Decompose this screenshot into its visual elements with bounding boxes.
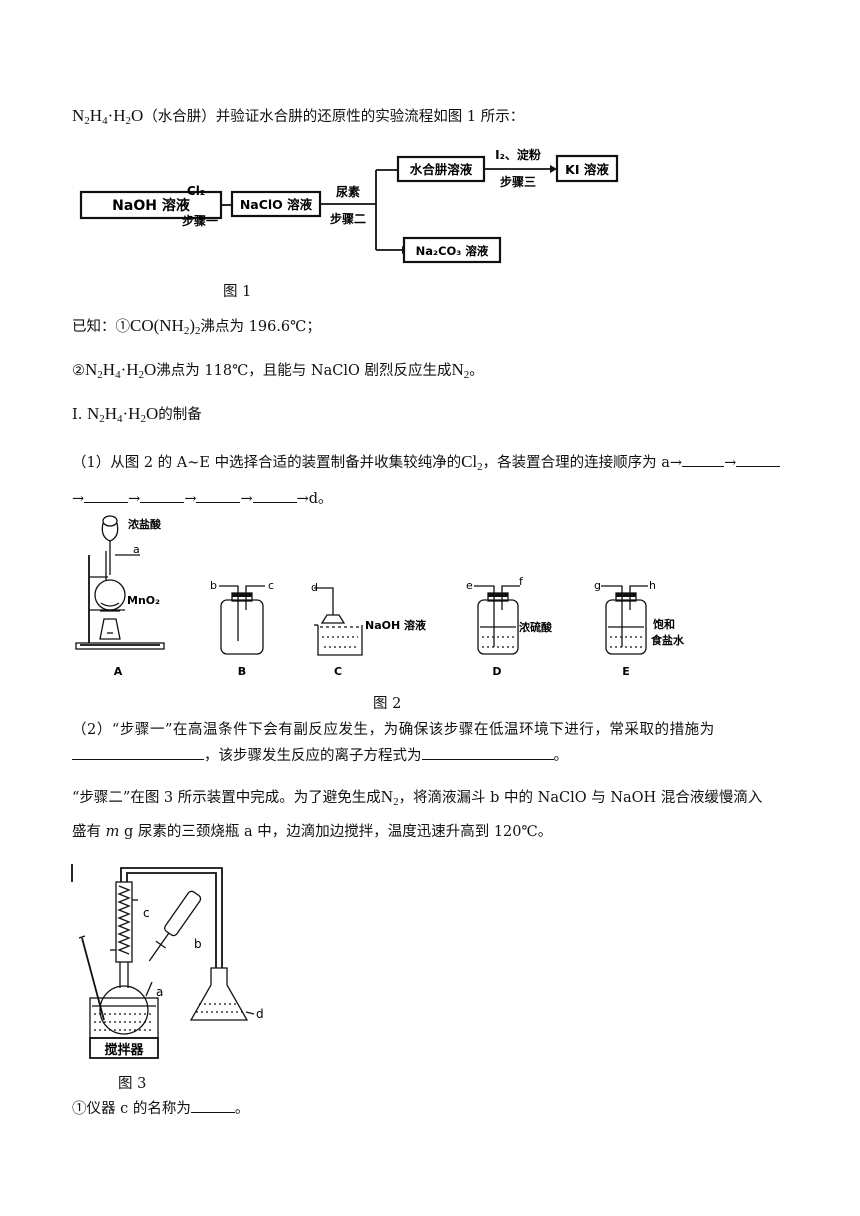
port-e: e: [466, 579, 473, 592]
answer-blank-measure[interactable]: [72, 745, 204, 760]
port-g: g: [594, 579, 601, 592]
reagent-cl2: Cl₂: [187, 184, 205, 198]
n2-formula-2: N2: [380, 787, 399, 808]
fig3-label-c: c: [143, 906, 150, 920]
answer-blank-4[interactable]: [140, 488, 185, 503]
reagent-i2-starch: I₂、淀粉: [495, 147, 541, 162]
answer-blank-6[interactable]: [252, 488, 297, 503]
port-d: d: [311, 581, 318, 594]
figure-2-apparatus: 浓盐酸 a MnO₂ A b c B d NaOH 溶液 C: [75, 515, 685, 678]
label-conc-h2so4: 浓硫酸: [519, 620, 553, 634]
port-c: c: [268, 579, 274, 592]
fig3-label-b: b: [194, 937, 202, 951]
step1-label: 步骤一: [182, 213, 218, 228]
question-2-line-1: （2）“步骤一”在高温条件下会有副反应发生，为确保该步骤在低温环境下进行，常采取…: [72, 722, 715, 738]
question-3-line: ①仪器 c 的名称为。: [72, 1098, 249, 1119]
port-b: b: [210, 579, 217, 592]
step2-line-1: “步骤二”在图 3 所示装置中完成。为了避免生成N2，将滴液漏斗 b 中的 Na…: [72, 787, 763, 808]
figure-3-apparatus: c b a 搅拌器 d: [71, 864, 264, 1059]
intro-line: N2H4·H2O（水合肼）并验证水合肼的还原性的实验流程如图 1 所示：: [72, 106, 524, 131]
reagent-urea: 尿素: [336, 184, 360, 199]
box-na2co3-label: Na₂CO₃ 溶液: [416, 244, 489, 258]
app-label-e: E: [622, 665, 630, 678]
figure-3-caption: 图 3: [118, 1076, 147, 1092]
box-hydrazine-label: 水合肼溶液: [410, 162, 473, 177]
step3-label: 步骤三: [500, 174, 536, 189]
hydrazine-formula: N2H4·H2O: [85, 360, 157, 381]
step2-label: 步骤二: [330, 211, 366, 226]
label-sat-salt-2: 食盐水: [651, 633, 685, 647]
apparatus-c: d NaOH 溶液 C: [311, 581, 427, 678]
app-label-a: A: [114, 665, 123, 678]
app-label-c: C: [334, 665, 342, 678]
intro-text: （水合肼）并验证水合肼的还原性的实验流程如图 1 所示：: [143, 109, 525, 125]
cl2-formula: Cl2: [461, 452, 483, 473]
fig3-label-a: a: [156, 985, 163, 999]
port-h: h: [649, 579, 656, 592]
fig3-label-d: d: [256, 1007, 264, 1021]
known-line-2: ②N2H4·H2O沸点为 118℃，且能与 NaClO 剧烈反应生成N2。: [72, 360, 484, 381]
figure-1-flowchart: NaOH 溶液 Cl₂ 步骤一 NaClO 溶液 尿素 步骤二 水合肼溶液 I₂…: [79, 147, 619, 264]
figure-1-caption: 图 1: [223, 284, 252, 300]
box-naclo-label: NaClO 溶液: [240, 197, 313, 212]
box-ki-label: KI 溶液: [565, 162, 609, 177]
intro-formula: N2H4·H2O: [72, 106, 144, 127]
box-naoh-label: NaOH 溶液: [112, 197, 191, 214]
port-f: f: [519, 575, 524, 588]
label-sat-salt-1: 饱和: [653, 617, 675, 631]
apparatus-e: g h 饱和 食盐水 E: [594, 579, 685, 678]
answer-blank-3[interactable]: [84, 488, 129, 503]
answer-blank-instrument-c[interactable]: [190, 1098, 235, 1113]
apparatus-b: b c B: [210, 579, 274, 678]
apparatus-a: 浓盐酸 a MnO₂ A: [75, 515, 165, 678]
stirrer-label: 搅拌器: [104, 1042, 144, 1058]
label-naoh-solution: NaOH 溶液: [365, 618, 427, 632]
question-1-line-2: →→→→→d。: [72, 488, 333, 509]
answer-blank-equation[interactable]: [421, 745, 554, 760]
n2-formula: N2: [451, 360, 470, 381]
urea-formula: CO(NH2)2: [130, 316, 201, 337]
answer-blank-5[interactable]: [196, 488, 241, 503]
app-label-b: B: [238, 665, 246, 678]
label-conc-hcl: 浓盐酸: [128, 517, 162, 531]
answer-blank-1[interactable]: [682, 452, 725, 467]
known-line-1: 已知：①CO(NH2)2沸点为 196.6℃；: [72, 316, 321, 337]
step2-line-2: 盛有 m g 尿素的三颈烧瓶 a 中，边滴加边搅拌，温度迅速升高到 120℃。: [72, 824, 553, 840]
section-1-heading: I. N2H4·H2O的制备: [72, 404, 202, 425]
section-formula: N2H4·H2O: [86, 404, 159, 425]
apparatus-d: e f 浓硫酸 D: [466, 575, 553, 678]
port-a: a: [133, 543, 140, 556]
figure-2-caption: 图 2: [373, 696, 402, 712]
label-mno2: MnO₂: [127, 594, 160, 607]
question-1-line-1: （1）从图 2 的 A~E 中选择合适的装置制备并收集较纯净的Cl2，各装置合理…: [72, 452, 781, 477]
answer-blank-2[interactable]: [736, 452, 781, 467]
question-2-line-2: ，该步骤发生反应的离子方程式为。: [72, 745, 568, 766]
app-label-d: D: [492, 665, 501, 678]
